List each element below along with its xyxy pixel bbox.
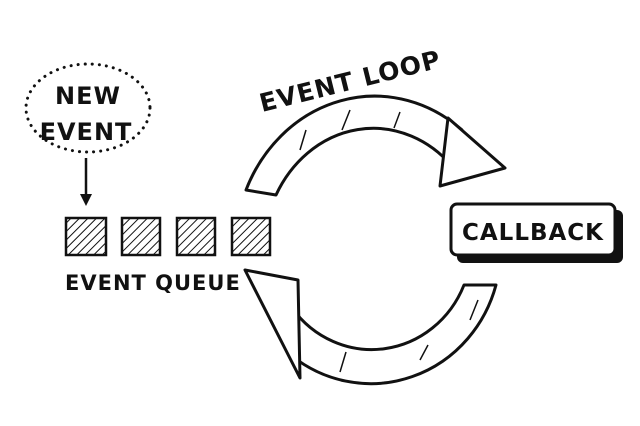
event-queue: EVENT QUEUE [64, 216, 272, 295]
queue-item [64, 216, 108, 257]
new-event-line2: EVENT [40, 118, 133, 146]
loop-bottom-arrow [243, 268, 498, 386]
new-event-bubble: NEW EVENT [24, 62, 152, 154]
callback-label: CALLBACK [462, 220, 604, 246]
event-queue-label: EVENT QUEUE [65, 271, 241, 295]
new-event-line1: NEW [55, 82, 121, 110]
loop-top-arrow [244, 94, 507, 197]
queue-item [120, 216, 162, 257]
dotted-cloud-outline [24, 62, 152, 154]
down-arrow-icon [80, 158, 92, 206]
queue-item [230, 216, 272, 257]
queue-item [175, 216, 217, 257]
callback-box: CALLBACK [449, 202, 623, 263]
